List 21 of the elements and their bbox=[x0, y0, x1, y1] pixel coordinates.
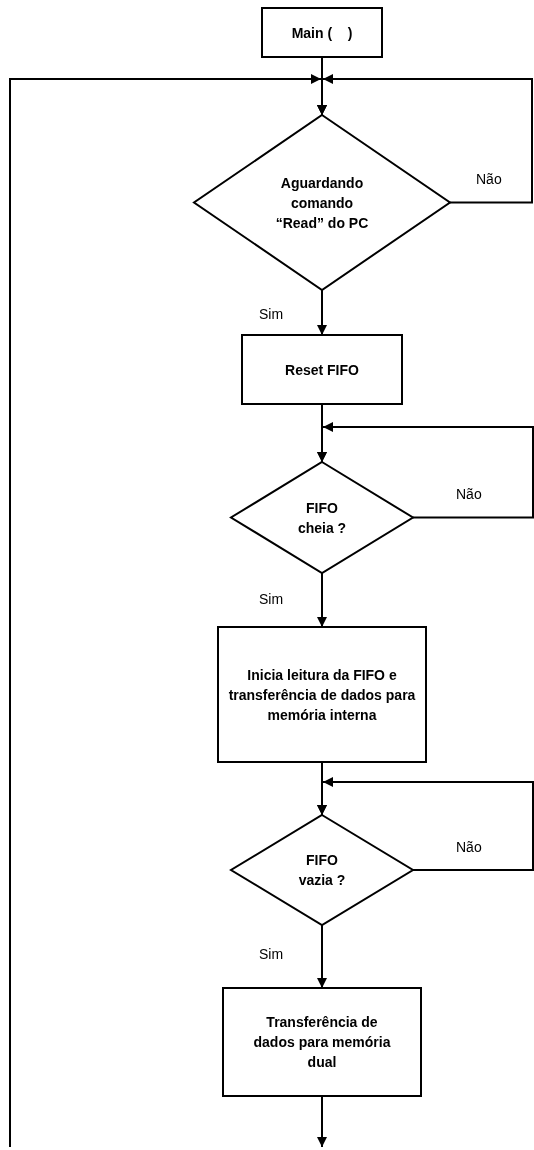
arrow bbox=[9, 74, 327, 1148]
process-box bbox=[261, 7, 383, 58]
node-label: Inicia leitura da FIFO e transferência de dados para memória interna bbox=[227, 665, 417, 725]
node-label: FIFO cheia ? bbox=[297, 498, 347, 538]
node-label: Aguardando comando “Read” do PC bbox=[274, 173, 370, 233]
arrow bbox=[317, 1095, 327, 1148]
process-box bbox=[222, 987, 422, 1097]
node-label: FIFO vazia ? bbox=[297, 851, 347, 890]
arrow bbox=[317, 289, 327, 336]
arrow bbox=[317, 572, 327, 628]
node-label: Transferência de dados para memória dual bbox=[252, 1013, 392, 1072]
arrow bbox=[317, 924, 327, 989]
arrow bbox=[317, 777, 534, 871]
process-box bbox=[241, 334, 403, 405]
decision-diamond bbox=[192, 113, 452, 292]
process-box bbox=[217, 626, 427, 763]
arrow bbox=[317, 422, 534, 519]
node-label: Reset FIFO bbox=[285, 360, 359, 380]
decision-diamond bbox=[229, 813, 415, 927]
node-label: Main ( ) bbox=[291, 23, 353, 43]
decision-diamond bbox=[229, 460, 415, 575]
